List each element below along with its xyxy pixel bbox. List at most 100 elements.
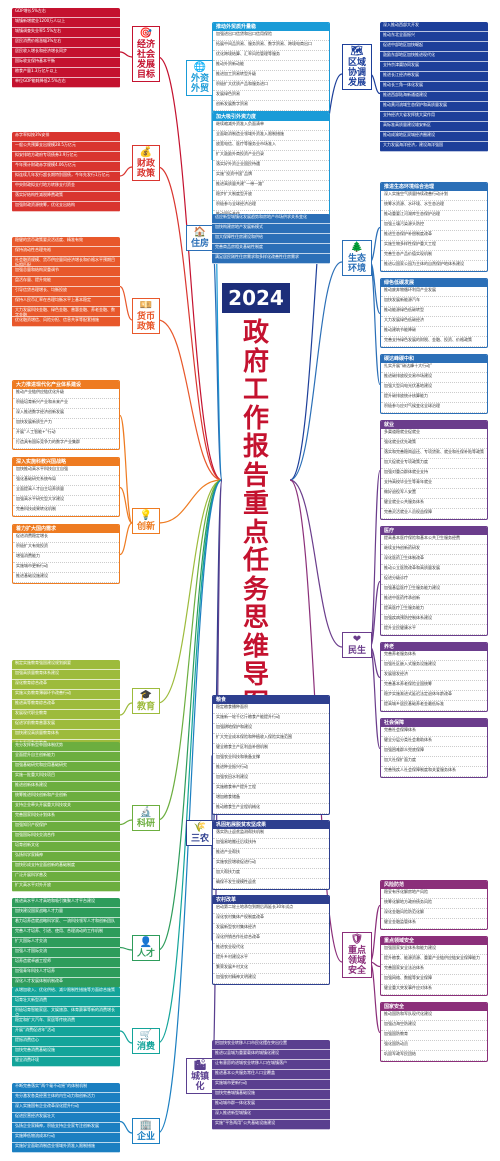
- category-m1[interactable]: 🌐外资外贸: [186, 60, 214, 96]
- category-label: 外资外贸: [190, 74, 209, 94]
- list-item: 加大保障性住房建设和供给: [212, 234, 330, 244]
- list-item: 深入实施空气质量持续改善行动计划: [381, 191, 487, 201]
- category-r3[interactable]: ❤民生: [342, 632, 372, 658]
- sub-r2-0: 推进生态环境综合治理深入实施空气质量持续改善行动计划统筹水资源、水环境、水生态治…: [380, 182, 488, 272]
- year-label: 2024: [222, 283, 290, 313]
- category-icon: 💰: [139, 147, 153, 158]
- list-item: 加快建设高质量教育体系: [12, 730, 120, 740]
- category-label: 民生: [347, 646, 366, 656]
- list-item: 加强对重点群体就业支持: [381, 469, 487, 479]
- list-item: 全面取消制造业领域外资准入限制措施: [213, 131, 329, 141]
- list-item: 实施降低物流成本行动: [12, 1133, 120, 1143]
- sub-m3-0: 粮食稳定粮食播种面积实施新一轮千亿斤粮食产能提升行动加强耕地保护和建设扩大完全成…: [212, 695, 330, 815]
- sub-r3-4: 医疗提高基本医疗保险和基本公共卫生服务经费继续支持创新药研发深化医药卫生体制改革…: [380, 526, 488, 636]
- sub-title: 就业: [381, 421, 487, 429]
- category-c2[interactable]: 💰财政政策: [132, 145, 160, 181]
- list-item: 落实好结构性减税降费政策: [12, 192, 120, 202]
- sub-title: 社会保障: [381, 719, 487, 727]
- connector: [119, 1120, 133, 1134]
- list-item: 促进中部地区加快崛起: [380, 42, 488, 52]
- category-c9[interactable]: 🏢企业: [132, 1118, 160, 1144]
- category-icon: 🌲: [350, 242, 364, 253]
- list-item: 统筹水资源、水环境、水生态治理: [381, 201, 487, 211]
- list-item: 加强高水平研究型大学建设: [13, 496, 119, 506]
- title-char: 重: [242, 489, 269, 519]
- list-item: 推进生态保护补偿制度改革: [381, 231, 487, 241]
- list-item: 全面提高人才自主培养质量: [13, 486, 119, 496]
- connector: [119, 51, 133, 58]
- category-m3[interactable]: 🌾三农: [186, 820, 214, 846]
- list-item: 深入推进数字经济创新发展: [13, 409, 119, 419]
- list-item: 支持高校毕业生等青年就业: [381, 479, 487, 489]
- list-item: 扩大国际人才交流: [12, 938, 120, 948]
- list-item: 弘扬科学家精神: [12, 852, 120, 862]
- list-item: 大力发展科技金融、绿色金融、普惠金融、养老金融、数字金融: [12, 307, 120, 317]
- list-item: 确保不发生规模性返贫: [213, 879, 329, 889]
- category-m4[interactable]: 🏙城镇化: [186, 1058, 214, 1094]
- list-item: 深化医药卫生体制改革: [381, 555, 487, 565]
- category-icon: 🏙: [193, 1060, 207, 1071]
- list-item: 实施新一轮千亿斤粮食产能提升行动: [213, 714, 329, 724]
- list-item: 创新发展数字贸易: [213, 101, 329, 111]
- list-item: 培育壮大新型消费: [12, 997, 120, 1007]
- list-item: 推进高等教育综合改革: [12, 700, 120, 710]
- category-c5[interactable]: 🎓教育: [132, 688, 160, 714]
- connector: [289, 73, 343, 481]
- list-item: 推动重要江河湖库生态保护治理: [381, 211, 487, 221]
- list-item: 实施城市更新行动: [13, 563, 119, 573]
- list-item: 积极扩大有效投资: [13, 543, 119, 553]
- list-item: 完善国家科技计划体系: [12, 812, 120, 822]
- central-node: 2024 政府工作报告重点任务思维导图: [222, 283, 290, 718]
- list-item: 继续支持创新药研发: [381, 545, 487, 555]
- category-icon: 🛒: [139, 1030, 153, 1041]
- category-c7[interactable]: 👤人才: [132, 935, 160, 961]
- list-item: 多渠道稳就业促就业: [381, 429, 487, 439]
- list-item: 加大社保扩面力度: [381, 757, 487, 767]
- list-item: 发展绿色贸易: [213, 91, 329, 101]
- category-r1[interactable]: 🗺区域协调发展: [342, 44, 372, 90]
- category-m2[interactable]: 🏠住房: [186, 225, 214, 251]
- list-item: 加强边海空防建设: [381, 1021, 487, 1031]
- category-c8[interactable]: 🛒消费: [132, 1028, 160, 1054]
- list-item: 繁荣发展乡村文化: [213, 964, 329, 974]
- category-c1[interactable]: 🎯经济社会发展目标: [132, 26, 160, 82]
- category-c4[interactable]: 💡创新: [132, 508, 160, 534]
- category-label: 三农: [190, 834, 209, 844]
- list-item: 推动黄河流域生态保护和高质量发展: [380, 102, 488, 112]
- list-item: 推进高水平人才高地和吸引集聚人才平台建设: [12, 898, 120, 908]
- list-item: 实施一批重大科技项目: [12, 772, 120, 782]
- category-label: 科研: [136, 819, 155, 829]
- sub-title: 农村改革: [213, 896, 329, 904]
- sub-r4-8: 重点领域安全加强国家安全体系和能力建设提升粮食、能源资源、重要产业链供应链安全保…: [380, 936, 488, 996]
- sub-title: 粮食: [213, 696, 329, 704]
- list-item: 推进高质量共建“一带一路”: [213, 181, 329, 191]
- list-item: 加强农田水利建设: [213, 774, 329, 784]
- list-item: 加快形成支持全面创新的基础制度: [12, 862, 120, 872]
- connector: [157, 319, 223, 481]
- category-r2[interactable]: 🌲生态环境: [342, 240, 372, 276]
- list-item: 增加粮食储备: [213, 794, 329, 804]
- connector: [119, 819, 133, 826]
- list-item: 引导信贷合理增长、均衡投放: [12, 287, 120, 297]
- category-c3[interactable]: 💴货币政策: [132, 298, 160, 334]
- list-item: 拟连续几年发行超长期特别国债，今年先发行1万亿元: [12, 172, 120, 182]
- list-item: 加快完善城镇基础设施: [212, 1090, 330, 1100]
- list-item: 推动产业链供应链优化升级: [13, 389, 119, 399]
- category-label: 经济社会发展目标: [136, 40, 155, 80]
- category-c6[interactable]: 🔬科研: [132, 805, 160, 831]
- list-item: 居民消费价格涨幅3%左右: [12, 38, 120, 48]
- list-item: 深入实施国有企业改革深化提升行动: [12, 1103, 120, 1113]
- category-icon: ❤: [352, 634, 362, 645]
- category-r4[interactable]: 🛡重点领域安全: [342, 932, 372, 978]
- list-item: 加强青年科技人才培养: [12, 968, 120, 978]
- list-item: 完善残疾人社会保障制度和关爱服务体系: [381, 767, 487, 777]
- connector: [289, 479, 343, 648]
- list-item: 推进农业现代化: [213, 944, 329, 954]
- category-icon: 🎯: [139, 28, 153, 39]
- list-item: 积极培育新兴产业和未来产业: [13, 399, 119, 409]
- list-item: 加强国际科技交流合作: [12, 832, 120, 842]
- category-icon: 🎓: [139, 690, 153, 701]
- list-item: 提升粮食、能源资源、重要产业链供应链安全保障能力: [381, 955, 487, 965]
- list-item: 推动东北全面振兴: [380, 32, 488, 42]
- list-item: 推进种业振兴行动: [213, 764, 329, 774]
